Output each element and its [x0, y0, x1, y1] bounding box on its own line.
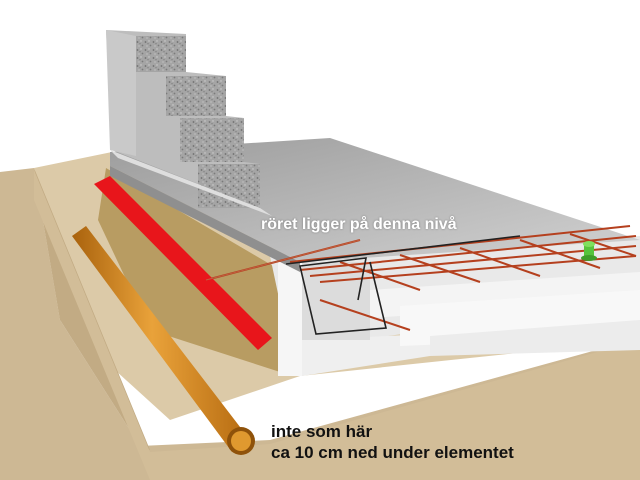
pipe-level-label: röret ligger på denna nivå	[261, 216, 457, 233]
block-wall	[106, 30, 272, 216]
pipe-level-marker	[94, 176, 272, 350]
slab-edge	[110, 166, 300, 272]
ground-cut-face	[34, 170, 640, 480]
stirrup	[285, 235, 521, 335]
wrong-position-line2: ca 10 cm ned under elementet	[271, 443, 514, 462]
green-fitting-icon	[581, 241, 597, 261]
wrong-position-line1: inte som här	[271, 422, 373, 441]
ground-front	[34, 168, 150, 450]
wrong-position-label: inte som här ca 10 cm ned under elemente…	[271, 421, 514, 463]
drain-pipe	[72, 226, 255, 455]
leader-line	[205, 239, 361, 281]
